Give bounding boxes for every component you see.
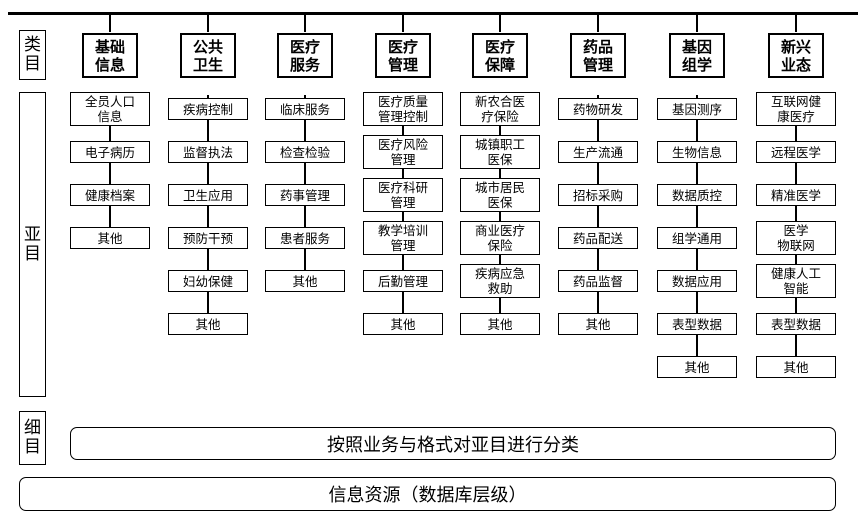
subcategory-box: 基因测序 — [657, 98, 737, 120]
side-label-char: 细 — [24, 418, 41, 438]
subcategory-box: 远程医学 — [756, 141, 836, 163]
subcategory-box: 医学 物联网 — [756, 221, 836, 255]
category-box: 基础 信息 — [82, 33, 138, 78]
connector-line — [795, 14, 797, 32]
side-label-category: 类目 — [19, 30, 46, 80]
side-label-char: 目 — [24, 54, 41, 74]
side-label-char: 目 — [24, 243, 41, 264]
subcategory-box: 其他 — [756, 356, 836, 378]
category-box: 基因 组学 — [669, 33, 725, 78]
subcategory-box: 其他 — [168, 313, 248, 335]
top-divider-line — [8, 12, 858, 15]
subcategory-box: 妇幼保健 — [168, 270, 248, 292]
connector-line — [109, 14, 111, 32]
side-label-subcategory: 亚目 — [19, 92, 46, 397]
subcategory-box: 药品监督 — [558, 270, 638, 292]
subcategory-box: 表型数据 — [657, 313, 737, 335]
subcategory-box: 招标采购 — [558, 184, 638, 206]
subcategory-box: 数据质控 — [657, 184, 737, 206]
subcategory-box: 检查检验 — [265, 141, 345, 163]
connector-line — [207, 14, 209, 32]
category-box: 医疗 管理 — [375, 33, 431, 78]
subcategory-box: 其他 — [460, 313, 540, 335]
subcategory-box: 生产流通 — [558, 141, 638, 163]
subcategory-box: 药物研发 — [558, 98, 638, 120]
subcategory-box: 全员人口 信息 — [70, 92, 150, 126]
category-box: 公共 卫生 — [180, 33, 236, 78]
information-resources-bar: 信息资源（数据库层级） — [19, 477, 836, 511]
category-box: 药品 管理 — [570, 33, 626, 78]
subcategory-box: 健康人工 智能 — [756, 264, 836, 298]
subcategory-box: 卫生应用 — [168, 184, 248, 206]
subcategory-box: 药事管理 — [265, 184, 345, 206]
subcategory-box: 商业医疗 保险 — [460, 221, 540, 255]
subcategory-box: 表型数据 — [756, 313, 836, 335]
detail-classification-bar: 按照业务与格式对亚目进行分类 — [70, 427, 836, 460]
subcategory-box: 其他 — [70, 227, 150, 249]
subcategory-box: 其他 — [363, 313, 443, 335]
subcategory-box: 精准医学 — [756, 184, 836, 206]
side-label-char: 目 — [24, 437, 41, 457]
category-box: 医疗 服务 — [277, 33, 333, 78]
connector-line — [304, 14, 306, 32]
subcategory-box: 后勤管理 — [363, 270, 443, 292]
subcategory-box: 医疗科研 管理 — [363, 178, 443, 212]
connector-line — [597, 14, 599, 32]
subcategory-box: 预防干预 — [168, 227, 248, 249]
subcategory-box: 生物信息 — [657, 141, 737, 163]
category-box: 医疗 保障 — [472, 33, 528, 78]
subcategory-box: 其他 — [265, 270, 345, 292]
subcategory-box: 临床服务 — [265, 98, 345, 120]
subcategory-box: 城镇职工 医保 — [460, 135, 540, 169]
subcategory-box: 疾病控制 — [168, 98, 248, 120]
category-box: 新兴 业态 — [768, 33, 824, 78]
subcategory-box: 互联网健 康医疗 — [756, 92, 836, 126]
connector-line — [696, 14, 698, 32]
connector-line — [207, 95, 209, 320]
subcategory-box: 医疗质量 管理控制 — [363, 92, 443, 126]
subcategory-box: 数据应用 — [657, 270, 737, 292]
subcategory-box: 教学培训 管理 — [363, 221, 443, 255]
side-label-char: 类 — [24, 35, 41, 55]
side-label-detail: 细目 — [19, 411, 46, 465]
subcategory-box: 城市居民 医保 — [460, 178, 540, 212]
subcategory-box: 患者服务 — [265, 227, 345, 249]
side-label-char: 亚 — [24, 224, 41, 245]
connector-line — [597, 95, 599, 320]
subcategory-box: 健康档案 — [70, 184, 150, 206]
subcategory-box: 其他 — [657, 356, 737, 378]
subcategory-box: 其他 — [558, 313, 638, 335]
subcategory-box: 疾病应急 救助 — [460, 264, 540, 298]
subcategory-box: 电子病历 — [70, 141, 150, 163]
subcategory-box: 药品配送 — [558, 227, 638, 249]
subcategory-box: 组学通用 — [657, 227, 737, 249]
subcategory-box: 医疗风险 管理 — [363, 135, 443, 169]
connector-line — [109, 95, 111, 234]
subcategory-box: 新农合医 疗保险 — [460, 92, 540, 126]
connector-line — [402, 14, 404, 32]
connector-line — [499, 14, 501, 32]
subcategory-box: 监督执法 — [168, 141, 248, 163]
